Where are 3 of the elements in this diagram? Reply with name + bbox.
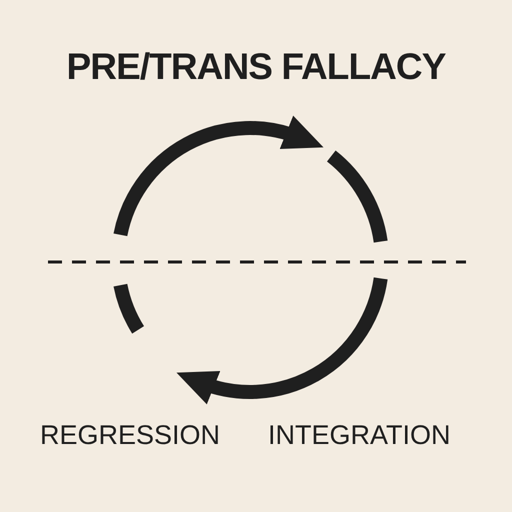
title: PRE/TRANS FALLACY — [66, 48, 447, 85]
phase-label: REGRESSION — [40, 422, 220, 449]
phase-label: INTEGRATION — [268, 422, 451, 449]
